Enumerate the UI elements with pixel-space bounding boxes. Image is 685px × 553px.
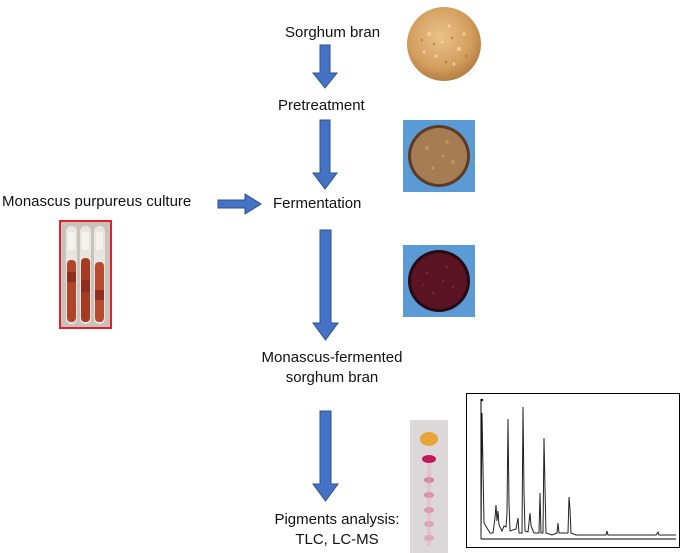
fermented-bran-photo	[403, 245, 475, 317]
arrow-down-3	[312, 229, 339, 341]
arrow-down-2	[312, 119, 338, 190]
chromatogram-trace	[480, 406, 676, 539]
pretreated-bran-photo	[403, 120, 475, 192]
arrow-down-4	[312, 410, 339, 502]
culture-tubes-photo	[59, 220, 112, 329]
arrow-down-1	[311, 44, 339, 89]
label-analysis-line1: Pigments analysis:	[274, 511, 400, 528]
label-fermentation: Fermentation	[273, 195, 362, 212]
label-sorghum-bran: Sorghum bran	[285, 24, 381, 41]
raw-sorghum-bran-photo	[407, 7, 481, 81]
label-pretreatment: Pretreatment	[278, 97, 365, 114]
label-culture: Monascus purpureus culture	[2, 193, 192, 210]
label-fermented-bran-line1: Monascus-fermented	[261, 349, 403, 366]
label-analysis-line2: TLC, LC-MS	[295, 531, 379, 548]
tlc-plate-photo	[410, 420, 448, 553]
label-fermented-bran-line2: sorghum bran	[285, 369, 379, 386]
arrow-right	[217, 193, 262, 215]
lc-chromatogram	[466, 393, 680, 548]
